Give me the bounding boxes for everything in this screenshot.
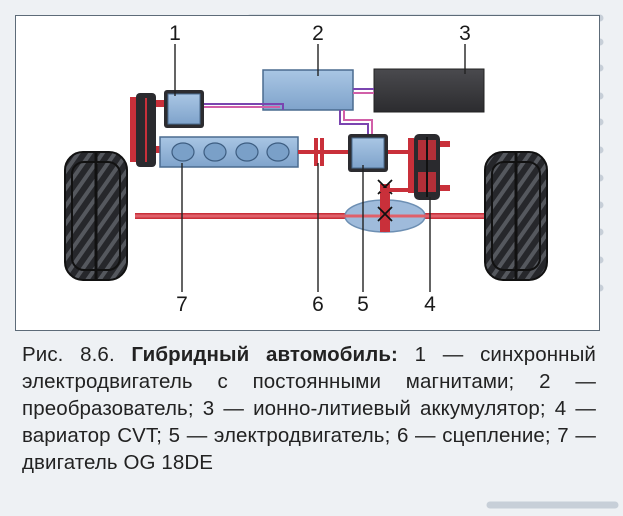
engine-og18de-7 [159, 136, 299, 168]
cvt-4 [408, 134, 450, 200]
electric-motor-5 [348, 134, 388, 172]
right-wheel-tire [484, 151, 548, 281]
caption-prefix: Рис. 8.6. [22, 343, 115, 366]
figure-caption: Рис. 8.6. Гибридный автомобиль: 1 — синх… [22, 341, 596, 476]
caption-title: Гибридный автомобиль: [131, 343, 398, 366]
final-drive [377, 179, 408, 232]
hybrid-drivetrain-diagram: 1 2 3 7 6 5 4 [64, 22, 548, 316]
callout-4: 4 [424, 293, 436, 316]
callout-7: 7 [176, 293, 188, 316]
clutch-6 [314, 138, 324, 166]
callout-6: 6 [312, 293, 324, 316]
motor-output-shaft [388, 150, 410, 154]
left-wheel-tire [64, 151, 128, 281]
battery-3 [373, 68, 485, 113]
callout-5: 5 [357, 293, 369, 316]
callout-2: 2 [312, 22, 324, 45]
wiring [204, 88, 374, 134]
callout-1: 1 [169, 22, 181, 45]
synchronous-motor-1 [164, 90, 204, 128]
callout-3: 3 [459, 22, 471, 45]
caption-body: 1 — синхронный электродвигатель с постоя… [22, 343, 596, 474]
callout-leaders [174, 44, 466, 292]
